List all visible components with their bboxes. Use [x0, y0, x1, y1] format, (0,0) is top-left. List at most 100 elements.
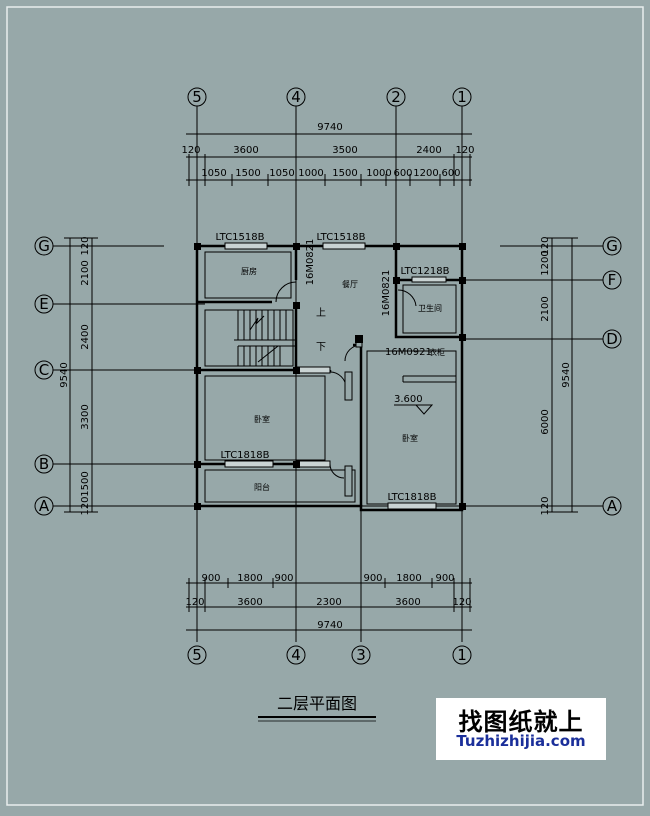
sheet-border — [6, 6, 644, 806]
door-label: 16M0821 — [381, 270, 392, 317]
svg-text:2100: 2100 — [540, 296, 551, 321]
svg-text:9540: 9540 — [561, 362, 572, 387]
axis-label-right: G — [606, 237, 618, 255]
interior-lines — [204, 251, 457, 505]
svg-text:1500: 1500 — [235, 168, 260, 179]
stair-up-label: 上 — [316, 307, 326, 319]
axis-label-left: E — [39, 295, 48, 313]
svg-text:600: 600 — [393, 168, 412, 179]
svg-text:1500: 1500 — [80, 471, 91, 496]
dimension-lines-top — [186, 133, 472, 186]
axis-label-top: 2 — [391, 88, 401, 106]
room-label: 阳台 — [254, 482, 270, 492]
svg-text:900: 900 — [435, 573, 454, 584]
columns — [194, 243, 466, 510]
svg-text:3600: 3600 — [395, 597, 420, 608]
axis-label-bottom: 5 — [192, 646, 202, 664]
stairs — [234, 310, 296, 366]
svg-text:1000: 1000 — [298, 168, 323, 179]
svg-text:1500: 1500 — [332, 168, 357, 179]
window-label: LTC1818B — [220, 450, 269, 461]
svg-text:1050: 1050 — [269, 168, 294, 179]
svg-text:1800: 1800 — [396, 573, 421, 584]
svg-text:2400: 2400 — [416, 145, 441, 156]
room-label: 衣柜 — [429, 347, 445, 357]
svg-text:120: 120 — [540, 496, 551, 515]
axis-bubbles-top: 5 4 2 1 — [187, 87, 472, 107]
svg-text:120: 120 — [540, 236, 551, 255]
window-label: LTC1818B — [387, 492, 436, 503]
dimension-lines-bottom — [186, 578, 472, 631]
svg-text:2400: 2400 — [80, 324, 91, 349]
axis-label-right: F — [608, 271, 617, 289]
stair-down-label: 下 — [316, 342, 326, 353]
dimensions-left: 120 2100 2400 3300 1500 120 9540 — [59, 236, 91, 515]
dimension-lines-left — [64, 237, 98, 513]
window-label: LTC1518B — [215, 232, 264, 243]
svg-text:1800: 1800 — [237, 573, 262, 584]
windows — [224, 242, 447, 510]
svg-text:120: 120 — [185, 597, 204, 608]
svg-text:1200: 1200 — [540, 250, 551, 275]
svg-text:120: 120 — [452, 597, 471, 608]
watermark-url: Tuzhizhijia.com — [456, 732, 586, 750]
svg-text:3300: 3300 — [80, 404, 91, 429]
svg-text:900: 900 — [274, 573, 293, 584]
axis-bubbles-bottom: 5 4 3 1 — [187, 645, 472, 665]
svg-text:6000: 6000 — [540, 409, 551, 434]
door-label: 16M0821 — [305, 239, 316, 286]
svg-text:120: 120 — [80, 236, 91, 255]
svg-text:3600: 3600 — [237, 597, 262, 608]
svg-text:3600: 3600 — [233, 145, 258, 156]
elevation-marker: 3.600 — [394, 394, 434, 415]
svg-text:900: 900 — [201, 573, 220, 584]
axis-label-bottom: 4 — [291, 646, 301, 664]
room-label: 卧室 — [254, 414, 270, 424]
axis-label-top: 5 — [192, 88, 202, 106]
elevation-label: 3.600 — [394, 394, 423, 405]
axis-label-left: B — [39, 455, 49, 473]
axis-label-left: A — [39, 497, 50, 515]
window-labels: LTC1518B LTC1518B LTC1218B LTC1818B LTC1… — [215, 232, 449, 503]
svg-text:3500: 3500 — [332, 145, 357, 156]
svg-text:120: 120 — [181, 145, 200, 156]
door-labels: 16M0821 16M0821 16M0921 — [305, 239, 432, 358]
room-label: 餐厅 — [342, 280, 358, 289]
dimensions-bottom: 900 1800 900 900 1800 900 120 3600 2300 … — [185, 573, 471, 631]
room-labels: 厨房 餐厅 卫生间 衣柜 卧室 卧室 阳台 — [241, 266, 445, 492]
svg-text:600: 600 — [441, 168, 460, 179]
axis-lines-vertical — [196, 106, 463, 642]
dimension-lines-right — [546, 237, 578, 513]
svg-text:2300: 2300 — [316, 597, 341, 608]
axis-label-right: D — [606, 330, 618, 348]
axis-label-left: G — [38, 237, 50, 255]
door-label: 16M0921 — [385, 347, 432, 358]
svg-text:9740: 9740 — [317, 122, 342, 133]
axis-bubbles-left: G E C B A — [34, 236, 54, 516]
dimensions-right: 120 1200 2100 6000 120 9540 — [540, 236, 572, 515]
dimensions-top: 9740 120 3600 3500 2400 120 1050 1500 10… — [181, 122, 474, 179]
svg-text:1050: 1050 — [201, 168, 226, 179]
window-label: LTC1518B — [316, 232, 365, 243]
window-label: LTC1218B — [400, 266, 449, 277]
axis-label-bottom: 3 — [356, 646, 366, 664]
svg-text:1000: 1000 — [366, 168, 391, 179]
axis-bubbles-right: G F D A — [602, 236, 622, 516]
axis-label-top: 1 — [457, 88, 467, 106]
room-label: 卫生间 — [418, 303, 442, 313]
watermark-logo[interactable]: 找图纸就上 Tuzhizhijia.com — [436, 698, 606, 760]
axis-label-right: A — [607, 497, 618, 515]
svg-text:120: 120 — [455, 145, 474, 156]
door-leaves — [344, 336, 363, 497]
axis-label-left: C — [39, 361, 49, 379]
watermark-chinese: 找图纸就上 — [458, 708, 584, 736]
svg-text:1200: 1200 — [413, 168, 438, 179]
svg-text:9540: 9540 — [59, 362, 70, 387]
axis-label-bottom: 1 — [457, 646, 467, 664]
svg-text:2100: 2100 — [80, 260, 91, 285]
room-label: 厨房 — [241, 266, 257, 276]
room-label: 卧室 — [402, 433, 418, 443]
svg-text:9740: 9740 — [317, 620, 342, 631]
svg-text:120: 120 — [80, 496, 91, 515]
